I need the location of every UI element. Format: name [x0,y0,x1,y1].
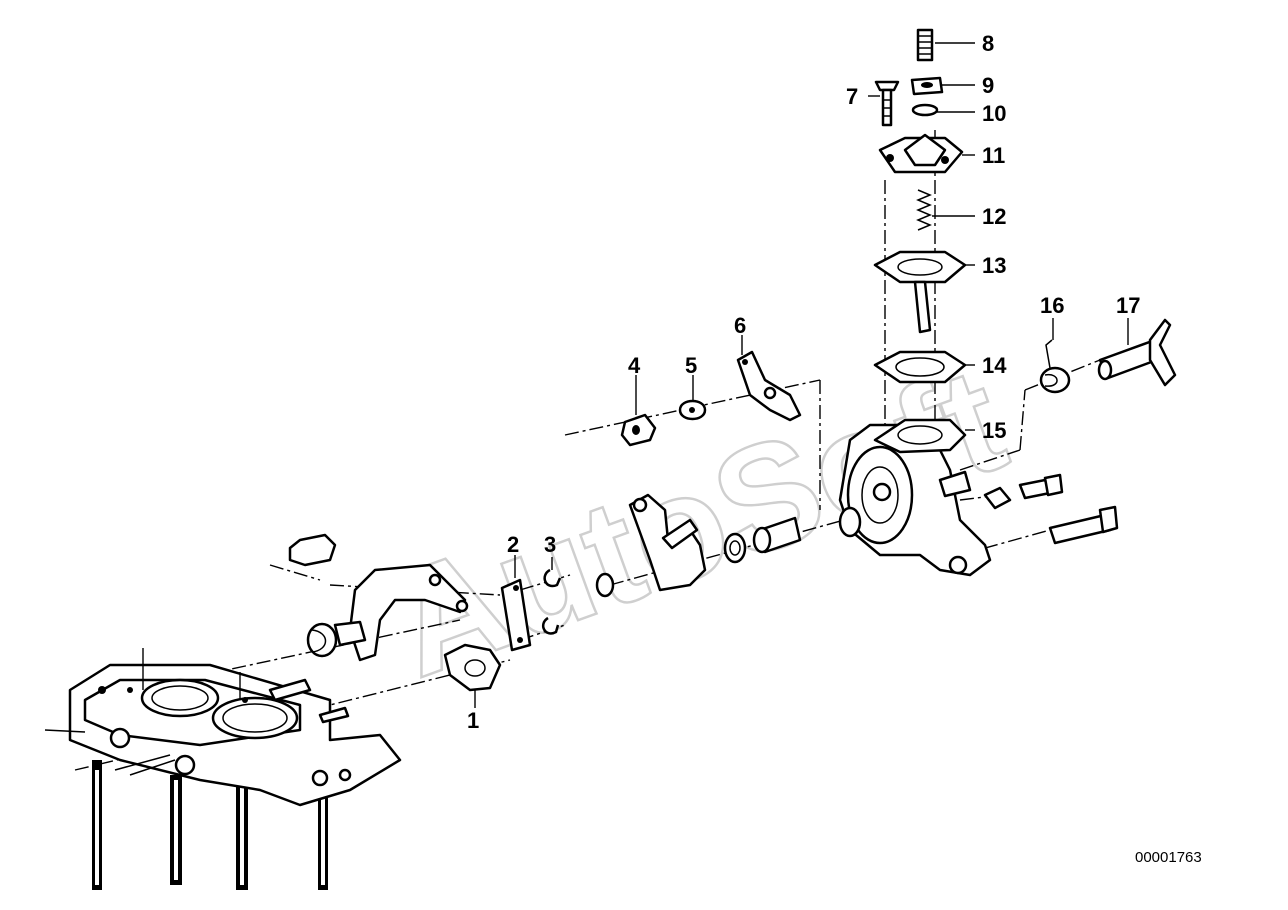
callout-17: 17 [1116,293,1140,318]
callout-7: 7 [846,84,858,109]
callout-leaders [474,42,1129,708]
callout-2: 2 [507,532,519,557]
part-1-flange [443,643,502,692]
callout-9: 9 [982,73,994,98]
part-15-housing [838,418,992,577]
part-8-stud [916,28,934,62]
part-17-rod-bracket [1097,318,1177,387]
part-5-lock-washer [678,399,707,421]
part-16-spring [1039,339,1071,394]
callout-12: 12 [982,204,1006,229]
part-6-lever [736,350,802,422]
part-12-spring [916,189,932,231]
callout-4: 4 [628,353,641,378]
callout-10: 10 [982,101,1006,126]
callout-3: 3 [544,532,556,557]
part-4-nut [620,413,657,447]
part-9-nut [910,76,944,96]
carburettor-base-body [44,648,402,890]
part-10-washer [911,103,939,117]
part-2-link-plate [500,578,532,652]
bolt-parts [983,473,1119,545]
callout-8: 8 [982,31,994,56]
bearing-and-sleeve [723,516,802,564]
part-11-cover [878,133,964,174]
pin-parts [268,678,350,724]
callout-6: 6 [734,313,746,338]
callout-13: 13 [982,253,1006,278]
part-7-screw [874,80,900,127]
part-13-plate-rod [873,250,967,334]
callout-16: 16 [1040,293,1064,318]
diagram-reference-number: 00001763 [1135,849,1202,866]
washer-and-lever [595,493,707,598]
callout-1: 1 [467,708,479,733]
callout-15: 15 [982,418,1006,443]
throttle-lever-assembly [288,533,469,662]
callout-14: 14 [982,353,1007,378]
callout-labels: 1 2 3 4 5 6 7 8 9 10 11 12 13 14 15 16 1… [467,31,1140,733]
callout-5: 5 [685,353,697,378]
callout-11: 11 [982,143,1005,168]
part-3-clips [541,568,562,635]
